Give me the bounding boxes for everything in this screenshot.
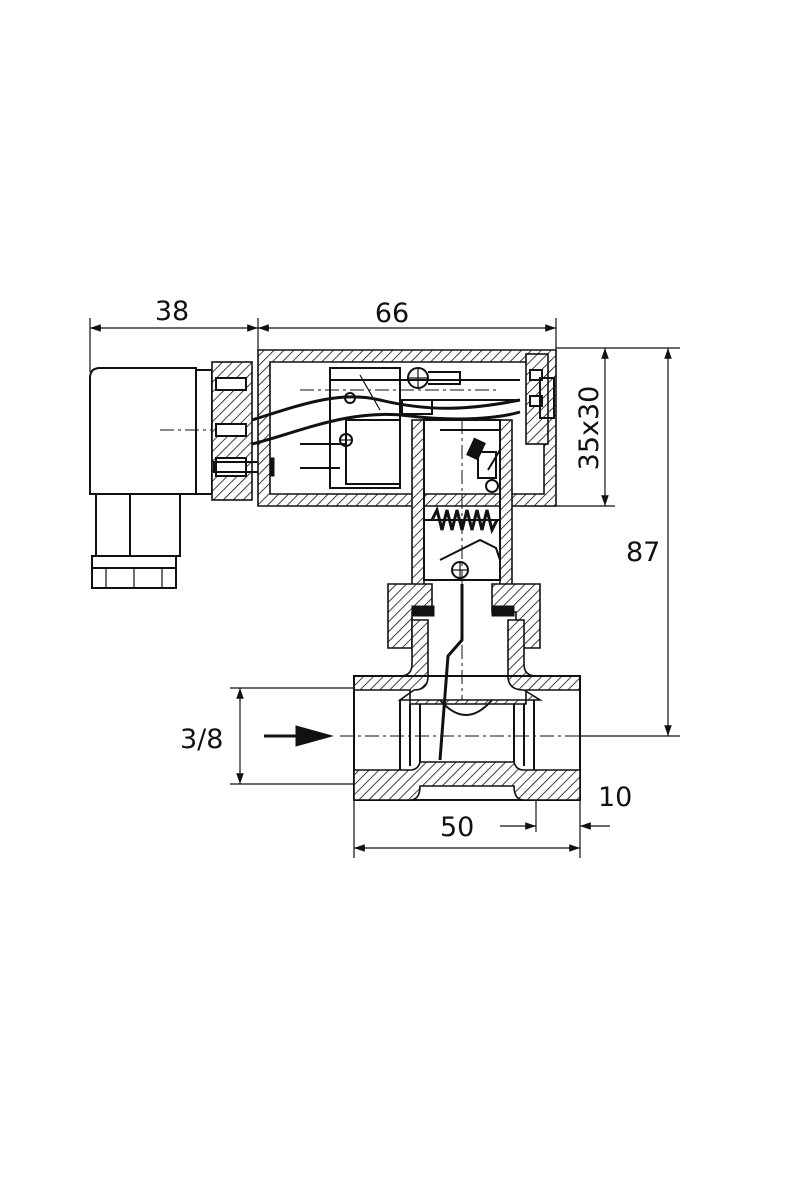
dimension-label-port-thread: 3/8 — [180, 724, 223, 755]
dimension-connector-width: 38 — [89, 296, 259, 372]
dimension-label-body-length: 50 — [440, 812, 474, 843]
adjustment-screw-icon — [407, 367, 461, 389]
dimension-label-thread-depth: 10 — [598, 782, 632, 813]
pipe-body — [340, 584, 600, 801]
dimension-label-housing-width: 66 — [375, 298, 409, 329]
dimension-label-connector-width: 38 — [155, 296, 189, 327]
dimension-port-thread: 3/8 — [180, 687, 356, 785]
dimension-label-overall-height: 87 — [626, 537, 660, 568]
switch-housing — [251, 349, 557, 507]
guide-tube — [411, 419, 513, 700]
connector-plug — [89, 361, 275, 589]
dimension-housing-section: 35x30 — [520, 347, 680, 507]
union-nut — [387, 583, 541, 649]
flow-direction-arrow-icon — [264, 725, 334, 747]
dimension-thread-depth: 10 — [500, 782, 632, 832]
micro-switch — [300, 367, 520, 489]
dimension-housing-width: 66 — [258, 298, 557, 352]
dimension-label-housing-section: 35x30 — [574, 386, 605, 471]
